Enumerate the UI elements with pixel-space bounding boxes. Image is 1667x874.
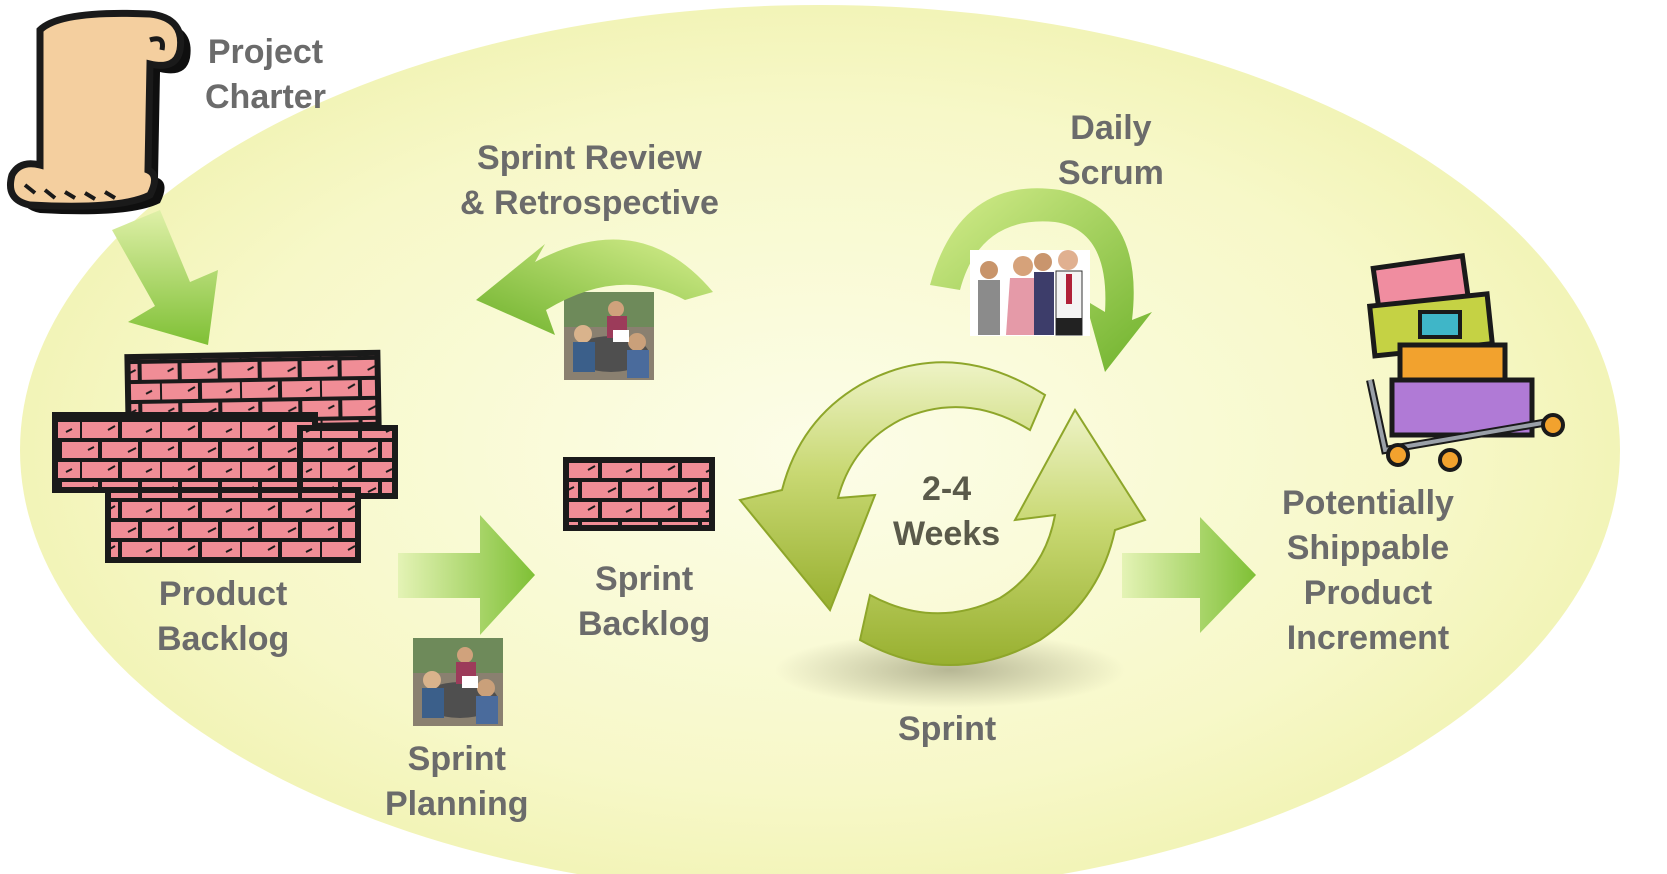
team-people-icon: [970, 250, 1090, 336]
arrow-daily-scrum: [930, 188, 1152, 372]
sprint-backlog-line-1: Sprint: [595, 560, 694, 598]
product-backlog-line-1: Product: [158, 575, 288, 613]
brick-wall-icon: [52, 349, 398, 563]
arrow-charter-to-backlog: [112, 210, 218, 345]
sprint-review-line-2: & Retrospective: [460, 184, 719, 222]
arrow-sprint-review: [476, 239, 713, 335]
project-charter-line-2: Charter: [205, 78, 326, 116]
project-charter-line-1: Project: [207, 33, 324, 71]
shipping-boxes-cart-icon: [1366, 252, 1565, 472]
cycle-arrows-icon: [738, 361, 1147, 708]
potentially-shippable-line-3: Product: [1303, 574, 1433, 612]
scroll-icon: [7, 9, 191, 215]
sprint-planning-label: Sprint Planning: [385, 737, 529, 827]
sprint-planning-line-1: Sprint: [407, 740, 506, 778]
product-backlog-line-2: Backlog: [157, 620, 290, 658]
sprint-duration-label: 2-4 Weeks: [893, 467, 1000, 557]
sprint-review-line-1: Sprint Review: [477, 139, 702, 177]
meeting-photo-icon: [564, 292, 654, 380]
sprint-planning-line-2: Planning: [385, 785, 529, 823]
sprint-review-label: Sprint Review & Retrospective: [460, 136, 719, 226]
brick-wall-icon: [563, 457, 715, 531]
daily-scrum-label: Daily Scrum: [1058, 106, 1164, 196]
sprint-backlog-line-2: Backlog: [578, 605, 711, 643]
arrow-sprint-to-increment: [1122, 517, 1256, 633]
daily-scrum-line-1: Daily: [1070, 109, 1152, 147]
sprint-backlog-label: Sprint Backlog: [578, 557, 710, 647]
sprint-duration-line-2: Weeks: [893, 515, 1001, 553]
product-backlog-label: Product Backlog: [157, 572, 289, 662]
meeting-photo-icon: [413, 638, 503, 726]
potentially-shippable-label: Potentially Shippable Product Increment: [1282, 481, 1454, 661]
arrow-backlog-to-sprint-backlog: [398, 515, 535, 635]
potentially-shippable-line-2: Shippable: [1286, 529, 1450, 567]
sprint-label: Sprint: [898, 710, 997, 748]
sprint-duration-line-1: 2-4: [921, 470, 972, 508]
project-charter-label: Project Charter: [205, 30, 326, 120]
potentially-shippable-line-4: Increment: [1286, 619, 1450, 657]
potentially-shippable-line-1: Potentially: [1282, 484, 1454, 522]
daily-scrum-line-2: Scrum: [1058, 154, 1164, 192]
